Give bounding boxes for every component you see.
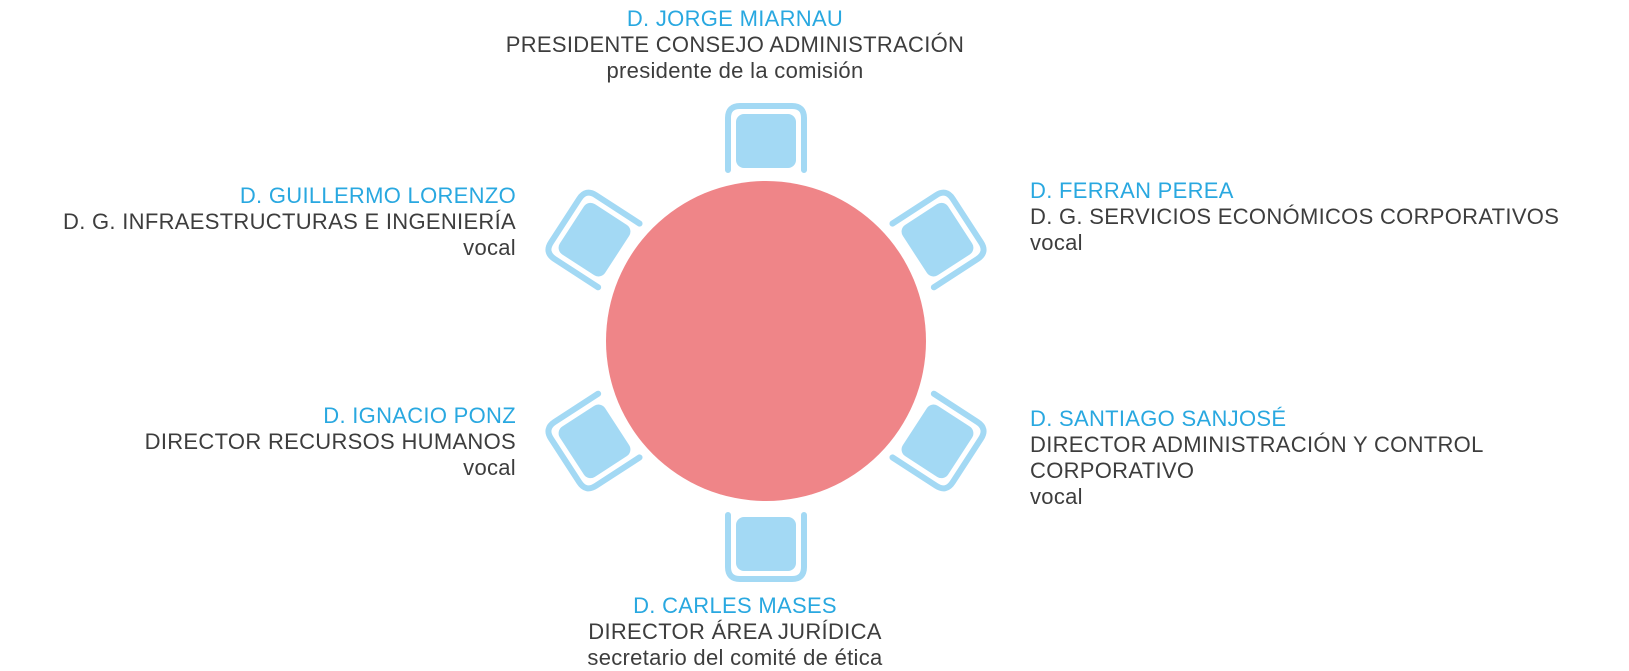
member-administration-control: D. SANTIAGO SANJOSÉ DIRECTOR ADMINISTRAC…	[1030, 406, 1590, 510]
member-name: D. GUILLERMO LORENZO	[239, 183, 516, 208]
member-president: D. JORGE MIARNAU PRESIDENTE CONSEJO ADMI…	[440, 6, 1030, 84]
chair-bottom	[728, 515, 804, 579]
member-position: D. G. SERVICIOS ECONÓMICOS CORPORATIVOS	[1030, 204, 1560, 229]
member-role: vocal	[1030, 484, 1083, 509]
member-infrastructure: D. GUILLERMO LORENZO D. G. INFRAESTRUCTU…	[0, 183, 516, 261]
member-position: PRESIDENTE CONSEJO ADMINISTRACIÓN	[505, 32, 965, 57]
member-position: D. G. INFRAESTRUCTURAS E INGENIERÍA	[63, 209, 516, 234]
member-role: vocal	[463, 235, 516, 260]
round-table	[606, 181, 926, 501]
member-role: presidente de la comisión	[606, 58, 864, 83]
member-legal: D. CARLES MASES DIRECTOR ÁREA JURÍDICA s…	[440, 593, 1030, 671]
member-name: D. CARLES MASES	[633, 593, 837, 618]
member-role: vocal	[1030, 230, 1083, 255]
member-position: DIRECTOR ÁREA JURÍDICA	[588, 619, 882, 644]
member-name: D. IGNACIO PONZ	[323, 403, 516, 428]
member-name: D. SANTIAGO SANJOSÉ	[1030, 406, 1287, 431]
member-role: vocal	[463, 455, 516, 480]
member-name: D. FERRAN PEREA	[1030, 178, 1234, 203]
chair-top	[728, 106, 804, 170]
member-name: D. JORGE MIARNAU	[626, 6, 844, 31]
member-position: DIRECTOR ADMINISTRACIÓN Y CONTROL CORPOR…	[1030, 432, 1483, 483]
member-role: secretario del comité de ética	[587, 645, 883, 670]
member-economic-services: D. FERRAN PEREA D. G. SERVICIOS ECONÓMIC…	[1030, 178, 1625, 256]
member-human-resources: D. IGNACIO PONZ DIRECTOR RECURSOS HUMANO…	[0, 403, 516, 481]
member-position: DIRECTOR RECURSOS HUMANOS	[144, 429, 516, 454]
